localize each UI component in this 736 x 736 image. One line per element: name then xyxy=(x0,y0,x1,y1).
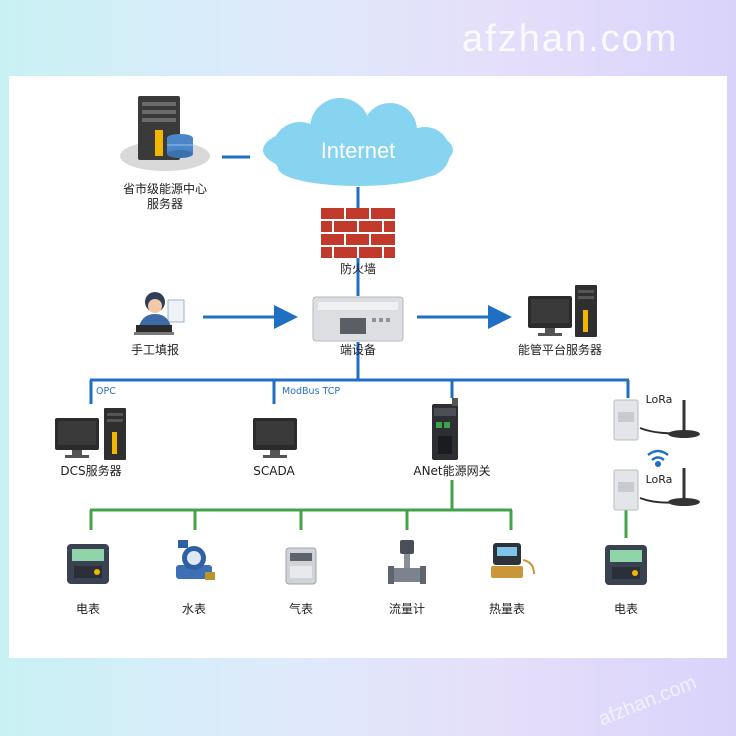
heat-meter-icon xyxy=(491,543,535,578)
dcs-server-label: DCS服务器 xyxy=(60,464,122,478)
water-meter-icon xyxy=(176,540,215,580)
gateway-device-icon xyxy=(432,398,458,460)
lora-meter-label: 电表 xyxy=(613,602,639,616)
opc-protocol-label: OPC xyxy=(96,386,116,397)
edge-device-icon xyxy=(312,296,404,342)
electric-meter-icon xyxy=(67,544,109,584)
wifi-signal-icon xyxy=(647,449,669,468)
watermark-top: afzhan.com xyxy=(462,18,679,60)
dcs-workstation-icon xyxy=(55,408,126,460)
firewall-label: 防火墙 xyxy=(339,262,377,276)
lora-module-icon xyxy=(613,468,700,511)
gateway-label: ANet能源网关 xyxy=(413,464,491,478)
modbus-protocol-label: ModBus TCP xyxy=(282,386,341,397)
flow-meter-icon xyxy=(388,540,426,584)
internet-cloud-icon xyxy=(263,98,453,186)
meter-label-gas: 气表 xyxy=(288,602,314,616)
internet-label: Internet xyxy=(321,138,396,163)
lora-label: LoRa xyxy=(645,473,673,486)
scada-monitor-icon xyxy=(253,418,297,458)
lora-module-icon xyxy=(613,399,700,441)
province-center-label: 省市级能源中心 服务器 xyxy=(122,182,208,211)
server-database-icon xyxy=(120,96,210,171)
meter-label-electric: 电表 xyxy=(75,602,101,616)
gas-meter-icon xyxy=(285,547,317,585)
scada-label: SCADA xyxy=(253,464,295,478)
firewall-icon xyxy=(321,208,395,258)
lora-electric-meter-icon xyxy=(605,545,647,585)
meter-label-heat: 热量表 xyxy=(488,602,526,616)
connector-lines xyxy=(89,155,630,538)
meter-label-water: 水表 xyxy=(181,602,207,616)
workstation-icon xyxy=(528,285,597,337)
meter-label-flow: 流量计 xyxy=(388,602,426,616)
lora-label: LoRa xyxy=(645,393,673,406)
edge-device-label: 端设备 xyxy=(339,343,377,357)
manual-entry-label: 手工填报 xyxy=(130,343,180,357)
person-laptop-icon xyxy=(134,292,185,335)
platform-server-label: 能管平台服务器 xyxy=(517,343,603,357)
